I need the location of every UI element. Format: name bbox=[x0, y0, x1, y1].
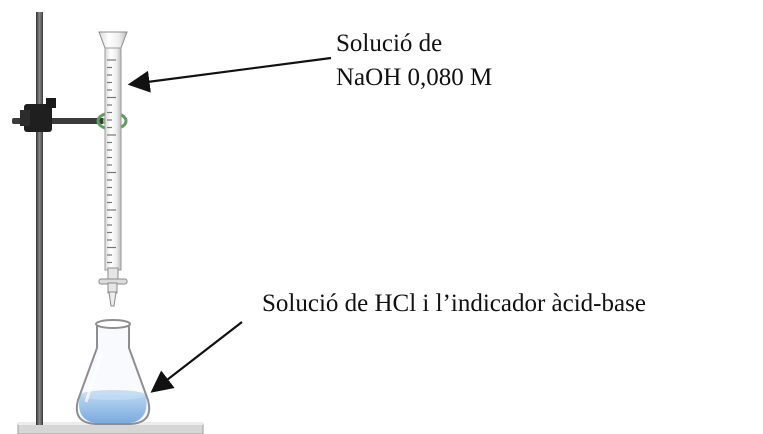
burette-icon bbox=[98, 31, 128, 307]
naoh-label-line1: Solució de bbox=[336, 30, 443, 57]
arrow-to-flask bbox=[150, 321, 243, 393]
arrow-to-burette bbox=[127, 56, 332, 93]
ring-stand-icon bbox=[36, 12, 43, 425]
erlenmeyer-flask-icon bbox=[75, 319, 151, 425]
burette-graduations bbox=[107, 59, 116, 264]
burette-clamp bbox=[12, 98, 128, 132]
hcl-label: Solució de HCl i l’indicador àcid-base bbox=[262, 290, 646, 317]
naoh-label-line2: NaOH 0,080 M bbox=[336, 64, 493, 91]
